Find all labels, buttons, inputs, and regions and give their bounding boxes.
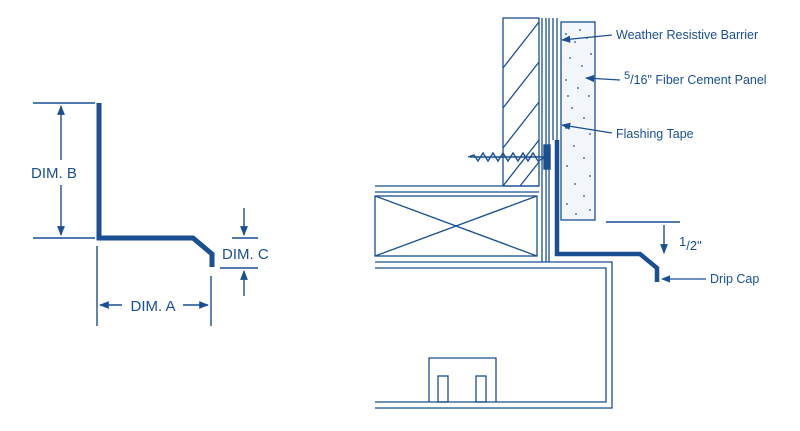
flashing-tape-label: Flashing Tape xyxy=(616,127,694,141)
drip-cap-label: Drip Cap xyxy=(710,272,759,286)
panel-fraction-slash: / xyxy=(630,73,634,87)
half-inch-dimension xyxy=(606,221,680,254)
half-inch-label: 1/2" xyxy=(679,234,702,253)
wall-section xyxy=(374,17,680,409)
leader-lines xyxy=(561,34,706,283)
weather-barrier-label: Weather Resistive Barrier xyxy=(616,28,758,42)
dim-b-label: DIM. B xyxy=(31,165,77,182)
profile-line xyxy=(96,103,215,267)
panel-label-rest: " Fiber Cement Panel xyxy=(648,73,767,87)
half-inch-denominator: 2 xyxy=(690,238,697,253)
fiber-cement-panel xyxy=(560,21,596,221)
half-inch-slash: / xyxy=(686,238,690,253)
rim-joist xyxy=(374,185,539,257)
dim-c-label: DIM. C xyxy=(222,246,269,263)
half-inch-mark: " xyxy=(697,238,702,253)
drip-cap-flashing xyxy=(554,140,660,282)
foundation xyxy=(375,261,613,409)
dim-a-label: DIM. A xyxy=(130,298,175,315)
dim-a-dimension xyxy=(96,246,212,326)
panel-fraction-numerator: 5 xyxy=(624,70,630,82)
fiber-cement-panel-label: 5/16" Fiber Cement Panel xyxy=(624,70,767,87)
panel-fraction-denominator: 16 xyxy=(634,73,648,87)
screw xyxy=(467,144,551,170)
wall-layers xyxy=(541,18,558,262)
dim-b-dimension xyxy=(33,102,95,239)
dim-c-dimension xyxy=(220,208,258,296)
flashing-profile xyxy=(33,102,258,326)
half-inch-numerator: 1 xyxy=(679,234,686,249)
